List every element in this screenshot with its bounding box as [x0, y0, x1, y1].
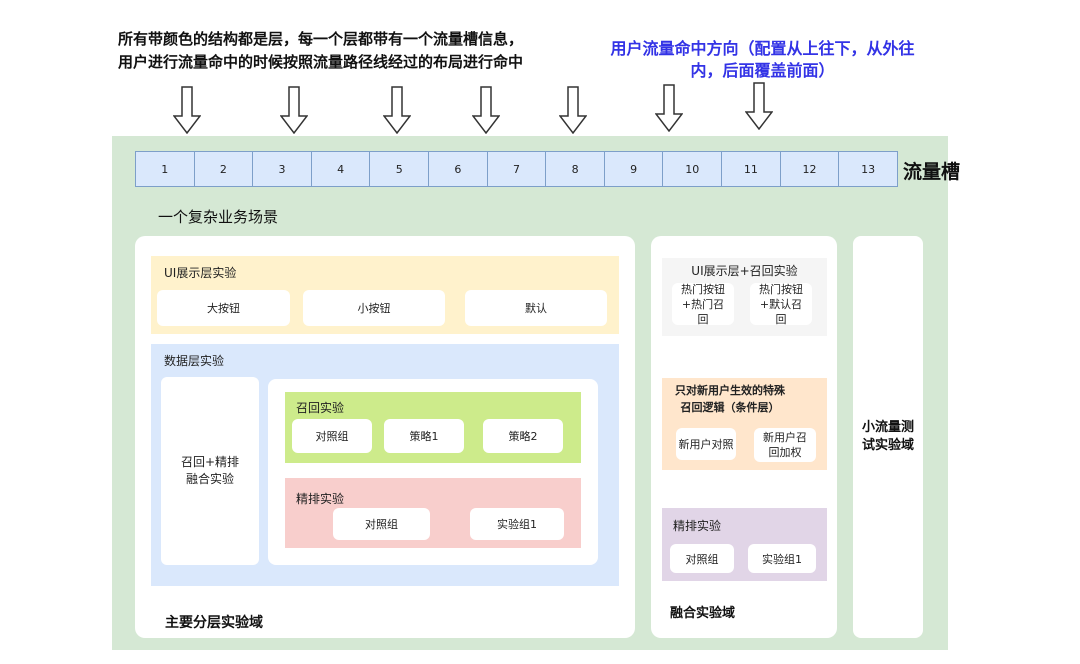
fusion-rank-layer-label: 精排实验 — [673, 519, 722, 533]
traffic-slot: 1 — [136, 152, 195, 186]
big-button-variant: 大按钮 — [157, 290, 290, 326]
traffic-slot: 9 — [605, 152, 664, 186]
data-layer-label: 数据层实验 — [164, 354, 225, 368]
left-note: 所有带颜色的结构都是层，每一个层都带有一个流量槽信息， 用户进行流量命中的时候按… — [118, 28, 548, 74]
fusion-domain-label: 融合实验域 — [670, 606, 736, 621]
traffic-slot-bar: 1 2 3 4 5 6 7 8 9 10 11 12 13 — [135, 151, 898, 187]
default-variant: 默认 — [465, 290, 607, 326]
down-arrow-icon — [559, 86, 587, 134]
scene-label: 一个复杂业务场景 — [158, 208, 279, 226]
left-note-line1: 所有带颜色的结构都是层，每一个层都带有一个流量槽信息， — [118, 30, 524, 48]
recall-strategy-1: 策略1 — [384, 419, 464, 453]
traffic-slot: 8 — [546, 152, 605, 186]
recall-layer-label: 召回实验 — [296, 401, 345, 415]
small-traffic-test-domain: 小流量测试实验域 — [853, 236, 923, 638]
traffic-slot: 12 — [781, 152, 840, 186]
traffic-slot: 4 — [312, 152, 371, 186]
recall-rank-fusion-box: 召回+精排融合实验 — [161, 377, 259, 565]
right-note: 用户流量命中方向（配置从上往下，从外往 内，后面覆盖前面） — [580, 38, 945, 82]
down-arrow-icon — [655, 84, 683, 132]
main-domain-label: 主要分层实验域 — [165, 615, 263, 631]
rank-layer-label: 精排实验 — [296, 492, 345, 506]
recall-control-group: 对照组 — [292, 419, 372, 453]
down-arrow-icon — [280, 86, 308, 134]
traffic-slot: 3 — [253, 152, 312, 186]
fusion-rank-experiment-group-1: 实验组1 — [748, 544, 816, 573]
right-note-line1: 用户流量命中方向（配置从上往下，从外往 — [610, 39, 915, 58]
new-user-condition-label: 只对新用户生效的特殊召回逻辑（条件层） — [675, 384, 785, 414]
hot-button-hot-recall: 热门按钮+热门召回 — [672, 283, 734, 326]
down-arrow-icon — [745, 82, 773, 130]
ui-layer-label: UI展示层实验 — [164, 266, 237, 280]
traffic-slot: 2 — [195, 152, 254, 186]
right-note-line2: 内，后面覆盖前面） — [690, 61, 835, 80]
down-arrow-icon — [383, 86, 411, 134]
traffic-slot: 10 — [663, 152, 723, 186]
hot-button-default-recall: 热门按钮+默认召回 — [750, 283, 812, 326]
traffic-slot: 7 — [488, 152, 547, 186]
new-user-control: 新用户对照 — [676, 428, 736, 460]
small-button-variant: 小按钮 — [303, 290, 445, 326]
traffic-slot-label: 流量槽 — [903, 161, 961, 183]
traffic-slot: 13 — [861, 162, 876, 176]
rank-control-group: 对照组 — [333, 508, 430, 540]
traffic-slot: 6 — [429, 152, 488, 186]
new-user-recall-weighting: 新用户召回加权 — [754, 428, 816, 462]
down-arrow-icon — [173, 86, 201, 134]
left-note-line2: 用户进行流量命中的时候按照流量路径线经过的布局进行命中 — [118, 53, 524, 71]
down-arrow-icon — [472, 86, 500, 134]
fusion-rank-control-group: 对照组 — [670, 544, 734, 573]
rank-experiment-group-1: 实验组1 — [470, 508, 564, 540]
traffic-slot: 5 — [370, 152, 430, 186]
recall-strategy-2: 策略2 — [483, 419, 563, 453]
ui-recall-layer-label: UI展示层+召回实验 — [691, 264, 798, 278]
traffic-slot: 11 — [722, 152, 781, 186]
